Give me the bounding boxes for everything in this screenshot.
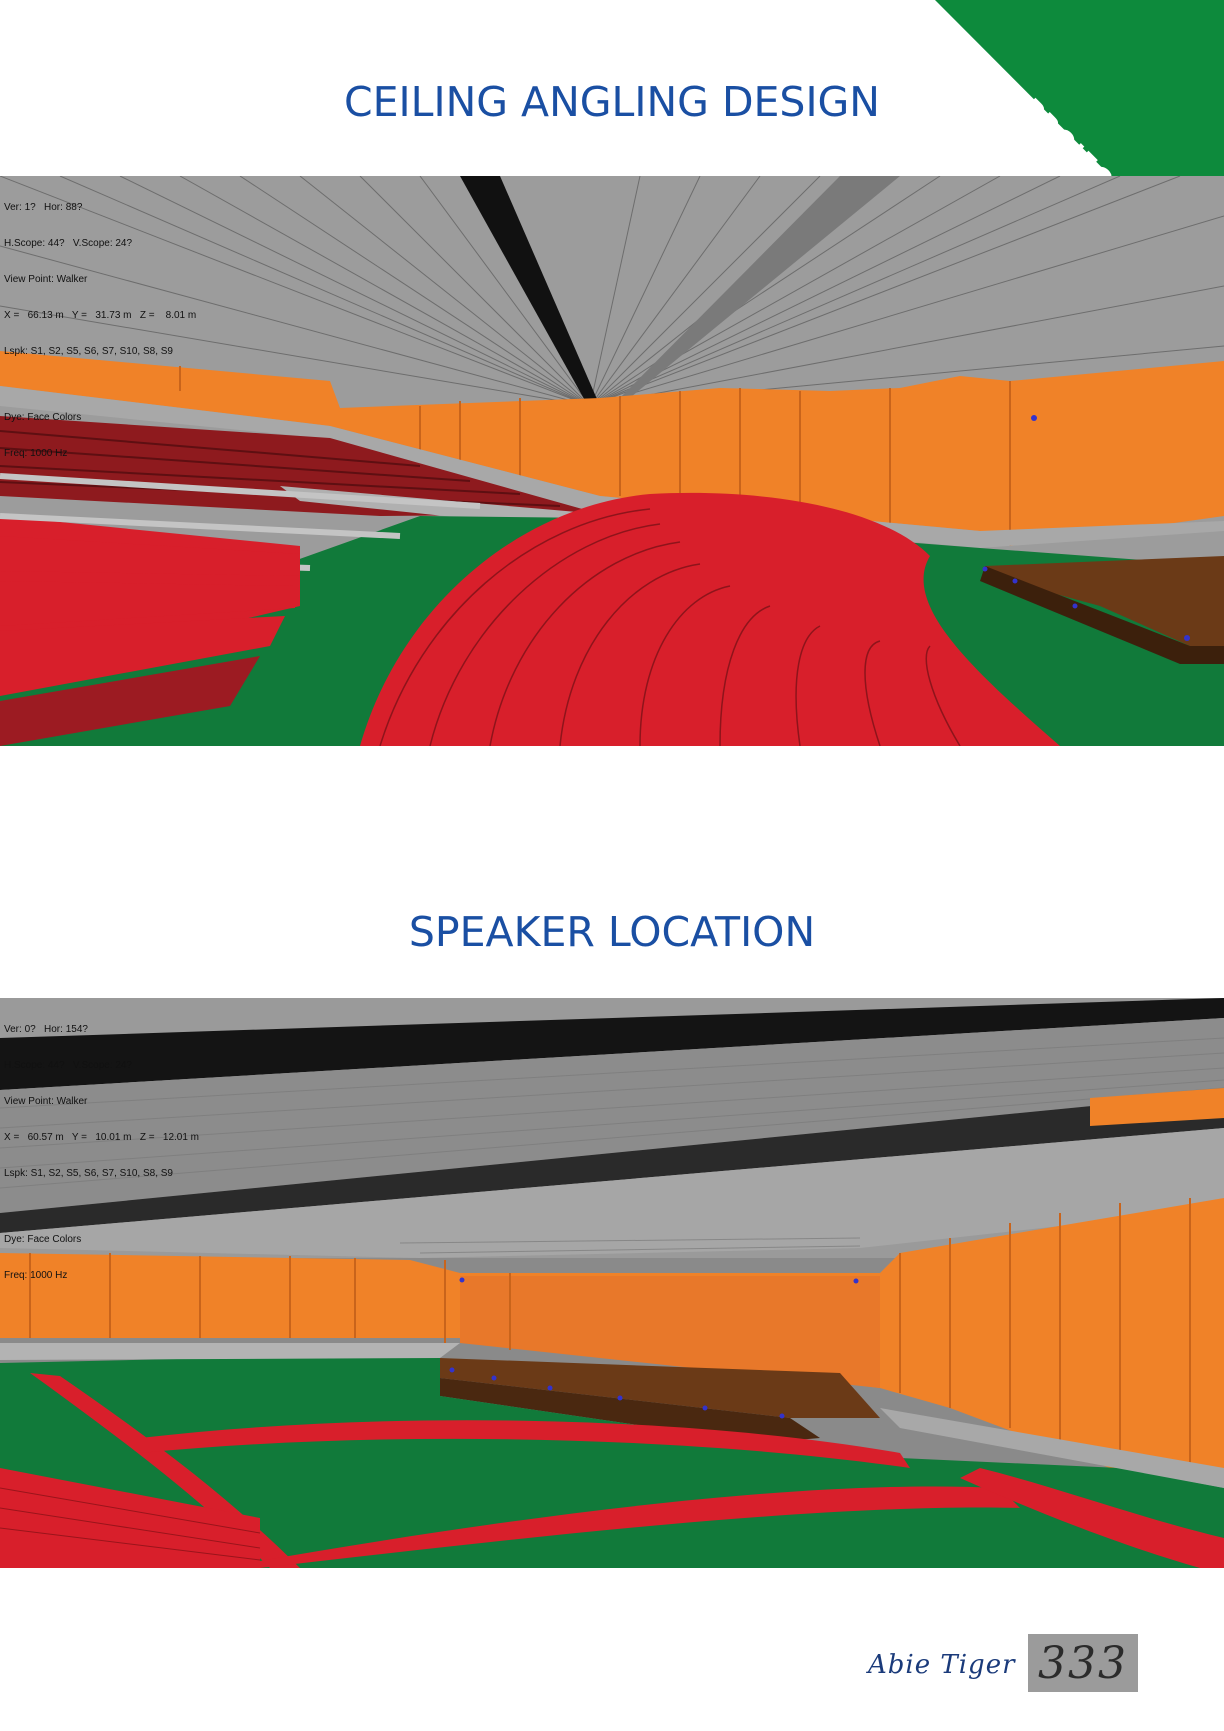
hud-line-coordinates: X = 66.13 m Y = 31.73 m Z = 8.01 m [4, 310, 197, 321]
section-title-ceiling: CEILING ANGLING DESIGN [344, 78, 880, 126]
hud-line-viewpoint: View Point: Walker [4, 274, 88, 285]
hud-line-frequency: Freq: 1000 Hz [4, 448, 68, 459]
hud-line-angles: Ver: 0? Hor: 154? [4, 1024, 88, 1035]
hud-line-coordinates: X = 60.57 m Y = 10.01 m Z = 12.01 m [4, 1132, 200, 1143]
render-speaker-svg [0, 998, 1224, 1568]
render-ceiling-angling: Ver: 1? Hor: 88? H.Scope: 44? V.Scope: 2… [0, 176, 1224, 746]
hud-line-scope: H.Scope: 44? V.Scope: 24? [4, 238, 133, 249]
page-number: 333 [1038, 1637, 1128, 1689]
render-ceiling-svg [0, 176, 1224, 746]
hud-line-viewpoint: View Point: Walker [4, 1096, 88, 1107]
hud-line-dye: Dye: Face Colors [4, 1234, 82, 1245]
hud-line-scope: H.Scope: 44? V.Scope: 24? [4, 1060, 133, 1071]
author-signature: Abie Tiger [868, 1650, 1016, 1680]
render-hud-ceiling: Ver: 1? Hor: 88? H.Scope: 44? V.Scope: 2… [4, 178, 196, 484]
section-title-speaker: SPEAKER LOCATION [408, 908, 816, 956]
hud-line-loudspeakers: Lspk: S1, S2, S5, S6, S7, S10, S8, S9 [4, 1168, 173, 1179]
hud-line-dye: Dye: Face Colors [4, 412, 82, 423]
hud-line-angles: Ver: 1? Hor: 88? [4, 202, 83, 213]
hud-line-frequency: Freq: 1000 Hz [4, 1270, 68, 1281]
hud-line-loudspeakers: Lspk: S1, S2, S5, S6, S7, S10, S8, S9 [4, 346, 173, 357]
page-number-box: 333 [1028, 1634, 1138, 1692]
render-speaker-location: Ver: 0? Hor: 154? H.Scope: 44? V.Scope: … [0, 998, 1224, 1568]
render-hud-speaker: Ver: 0? Hor: 154? H.Scope: 44? V.Scope: … [4, 1000, 199, 1306]
